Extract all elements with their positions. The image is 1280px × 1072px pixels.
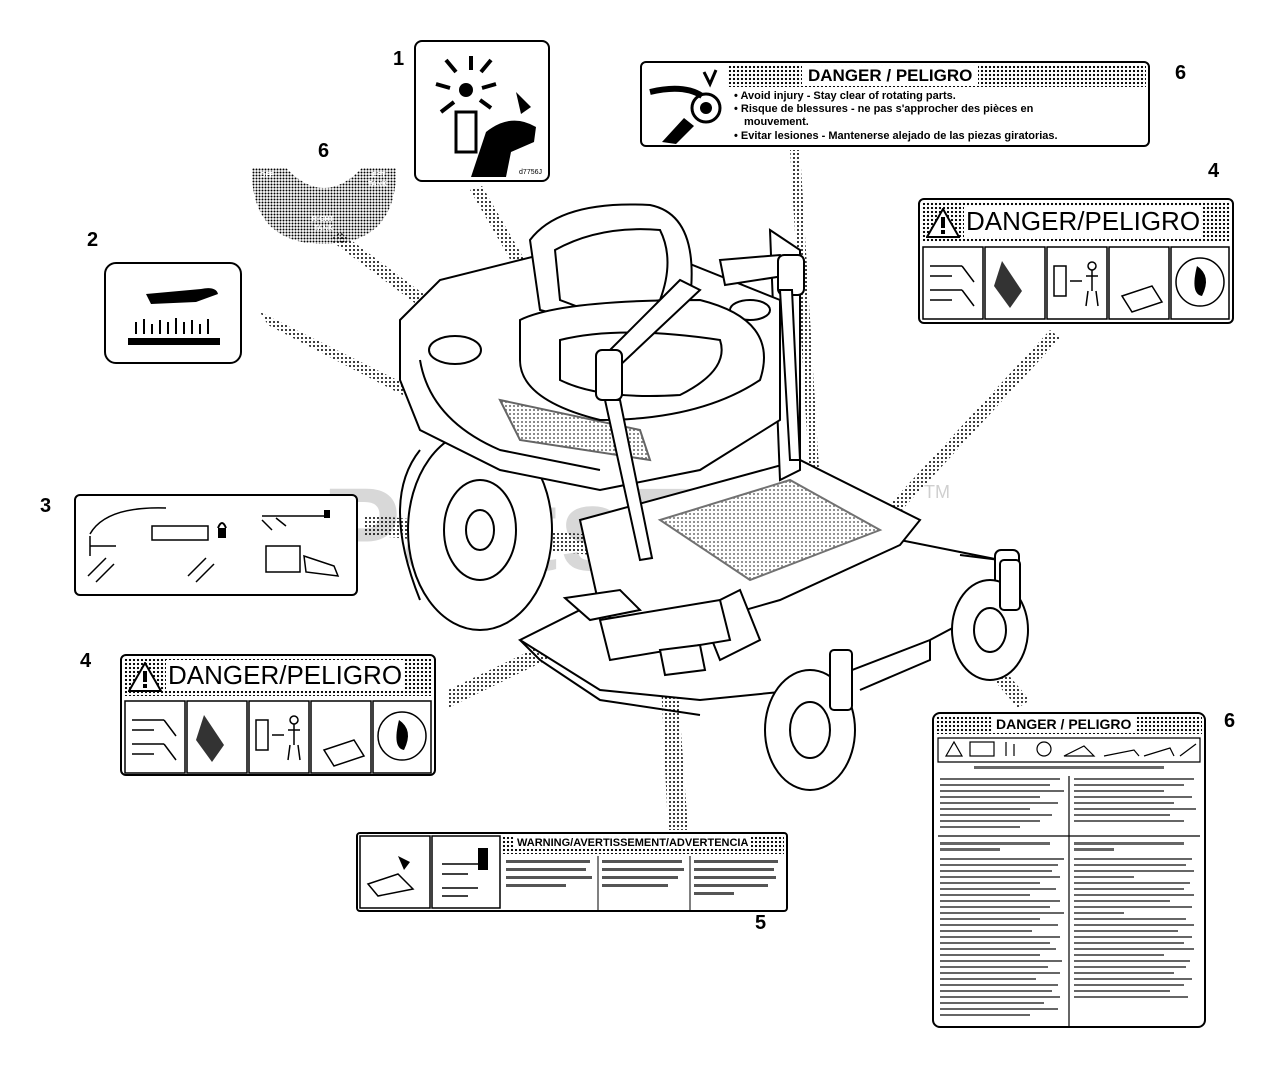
decal-rotating-line4: • Evitar lesiones - Mantenerse alejado d… <box>734 130 1058 142</box>
decal-rotating-line2: • Risque de blessures - ne pas s'approch… <box>734 103 1034 115</box>
control-levers <box>595 253 805 562</box>
decal-large-header: DANGER / PELIGRO <box>992 716 1136 732</box>
decal-rotating-header: DANGER / PELIGRO <box>802 66 979 86</box>
watermark-tm: TM <box>924 482 950 502</box>
decal-danger-right-header: DANGER/PELIGRO <box>964 206 1203 237</box>
tank-left-tank: TANK <box>368 181 387 188</box>
danger-pictogram-row <box>922 246 1230 320</box>
rear-wheel-left <box>399 429 553 631</box>
warning-5-text-lines <box>506 856 778 910</box>
danger-pictogram-row-left <box>124 700 432 774</box>
warning-triangle-icon-left <box>128 662 162 692</box>
decal-danger-left-header: DANGER/PELIGRO <box>166 660 405 691</box>
callout-3: 3 <box>40 495 52 517</box>
rotating-parts-icon <box>649 69 722 144</box>
hot-surface-icon <box>128 288 220 345</box>
callout-6-tank: 6 <box>318 140 330 162</box>
mower-seat <box>519 203 765 422</box>
lever-lock-icon <box>87 507 340 583</box>
decal-rotating-line1: • Avoid injury - Stay clear of rotating … <box>734 90 956 102</box>
decal-hot-surface <box>104 262 242 364</box>
deck-bracket <box>562 588 707 677</box>
callout-5: 5 <box>755 912 767 934</box>
callout-1: 1 <box>393 48 405 70</box>
decal-rotating-parts: DANGER / PELIGRO • Avoid injury - Stay c… <box>640 61 1150 147</box>
decal-warning-5-header: WARNING/AVERTISSEMENT/ADVERTENCIA <box>514 837 752 849</box>
callout-6-top: 6 <box>1175 62 1187 84</box>
warning-triangle-icon <box>926 208 960 238</box>
decal-tank-selector: OFF LEFT TANK RIGHT TANK <box>252 168 396 244</box>
tank-selector-shape <box>252 168 396 244</box>
decal-large-pictograms <box>937 737 1201 1026</box>
decal-rotating-blade-hand: d7756J <box>414 40 550 182</box>
hand-blade-icon <box>435 56 536 177</box>
callout-2: 2 <box>87 229 99 251</box>
decal-code: d7756J <box>519 169 542 176</box>
decal-warning-5: WARNING/AVERTISSEMENT/ADVERTENCIA <box>356 832 788 912</box>
tank-right-label: RIGHT <box>312 216 334 223</box>
callout-4-right: 4 <box>1208 160 1220 182</box>
tank-right-tank: TANK <box>314 225 333 232</box>
caster-wheel-front-left <box>764 649 856 791</box>
callout-4-left: 4 <box>80 650 92 672</box>
warning-5-icons <box>359 835 501 909</box>
decal-danger-right: DANGER/PELIGRO <box>918 198 1234 324</box>
caster-wheel-front-right <box>951 559 1029 681</box>
decal-rotating-line3: mouvement. <box>744 116 809 128</box>
decal-danger-left: DANGER/PELIGRO <box>120 654 436 776</box>
tank-off-label: OFF <box>260 172 274 179</box>
decal-danger-large: DANGER / PELIGRO <box>932 712 1206 1028</box>
callout-6-large: 6 <box>1224 710 1236 732</box>
decal-lever-lock <box>74 494 358 596</box>
tank-left-label: LEFT <box>368 172 386 179</box>
